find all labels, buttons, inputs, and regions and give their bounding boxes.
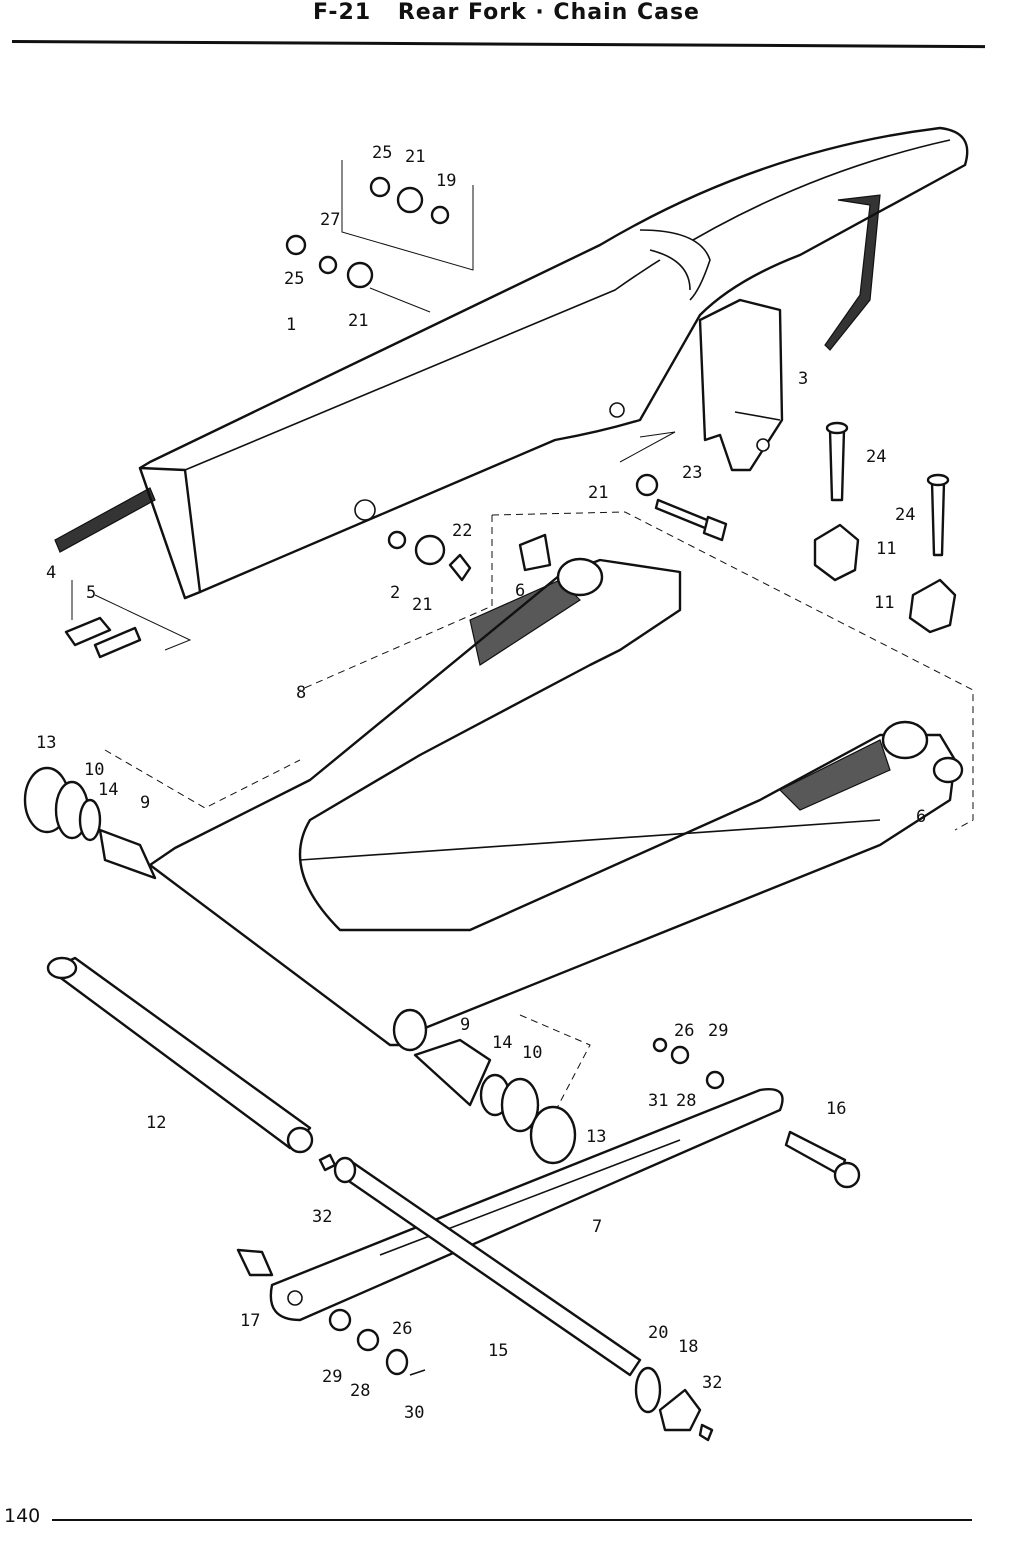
small-hardware-lower — [236, 1037, 861, 1442]
callout-28-bottom: 28 — [350, 1381, 370, 1401]
callout-15: 15 — [488, 1341, 508, 1361]
callout-21-low: 21 — [412, 595, 432, 615]
small-hardware-upper — [285, 176, 659, 582]
callout-14-left: 14 — [98, 780, 118, 800]
callout-12: 12 — [146, 1113, 166, 1133]
callout-26-top: 26 — [674, 1021, 694, 1041]
callout-13-right: 13 — [586, 1127, 606, 1147]
pivot-left-parts — [23, 533, 964, 880]
callout-30: 30 — [404, 1403, 424, 1423]
pivot-shaft — [46, 956, 314, 1154]
callout-2: 2 — [390, 583, 400, 603]
callout-5: 5 — [86, 583, 96, 603]
callout-28-top: 28 — [676, 1091, 696, 1111]
bolts — [654, 421, 950, 557]
page-title: Rear Fork · Chain Case — [397, 0, 700, 25]
callout-14-right: 14 — [492, 1033, 512, 1053]
callout-24-a: 24 — [866, 447, 886, 467]
callout-27: 27 — [320, 210, 340, 230]
callout-6-top: 6 — [515, 581, 525, 601]
callout-labels: 25 21 19 27 25 21 1 3 24 23 21 24 22 2 2… — [36, 143, 926, 1423]
page-number: 140 — [4, 1505, 41, 1527]
callout-18: 18 — [678, 1337, 698, 1357]
callout-21-top: 21 — [405, 147, 425, 167]
chain-adjusters — [813, 523, 957, 634]
callout-21-right: 21 — [588, 483, 608, 503]
callout-9-left: 9 — [140, 793, 150, 813]
callout-25-mid: 25 — [284, 269, 304, 289]
callout-21-mid: 21 — [348, 311, 368, 331]
callout-22: 22 — [452, 521, 472, 541]
page-header: F-21 Rear Fork · Chain Case — [0, 0, 1013, 25]
callout-6-right: 6 — [916, 807, 926, 827]
callout-31: 31 — [648, 1091, 668, 1111]
pivot-right-parts — [413, 1038, 577, 1165]
callout-25-top: 25 — [372, 143, 392, 163]
rear-axle — [333, 1156, 642, 1377]
callout-23: 23 — [682, 463, 702, 483]
figure-code: F-21 — [313, 0, 372, 25]
callout-32-right: 32 — [702, 1373, 722, 1393]
callout-3: 3 — [798, 369, 808, 389]
callout-7: 7 — [592, 1217, 602, 1237]
callout-19: 19 — [436, 171, 456, 191]
rear-fork — [148, 557, 957, 1052]
callout-16: 16 — [826, 1099, 846, 1119]
callout-13-left: 13 — [36, 733, 56, 753]
callout-32-left: 32 — [312, 1207, 332, 1227]
leader-lines — [71, 160, 974, 1151]
callout-17: 17 — [240, 1311, 260, 1331]
chain-guide — [698, 298, 784, 472]
callout-8: 8 — [296, 683, 306, 703]
drive-chain — [54, 194, 881, 553]
footer-rule — [52, 1519, 972, 1521]
callout-20: 20 — [648, 1323, 668, 1343]
callout-9-right: 9 — [460, 1015, 470, 1035]
callout-11-a: 11 — [876, 539, 896, 559]
callout-24-b: 24 — [895, 505, 915, 525]
callout-10-right: 10 — [522, 1043, 542, 1063]
callout-10-left: 10 — [84, 760, 104, 780]
master-link — [64, 616, 142, 659]
callout-1: 1 — [286, 315, 296, 335]
callout-26-bottom: 26 — [392, 1319, 412, 1339]
callout-11-b: 11 — [874, 593, 894, 613]
callout-29-top: 29 — [708, 1021, 728, 1041]
callout-4: 4 — [46, 563, 56, 583]
callout-29-bottom: 29 — [322, 1367, 342, 1387]
